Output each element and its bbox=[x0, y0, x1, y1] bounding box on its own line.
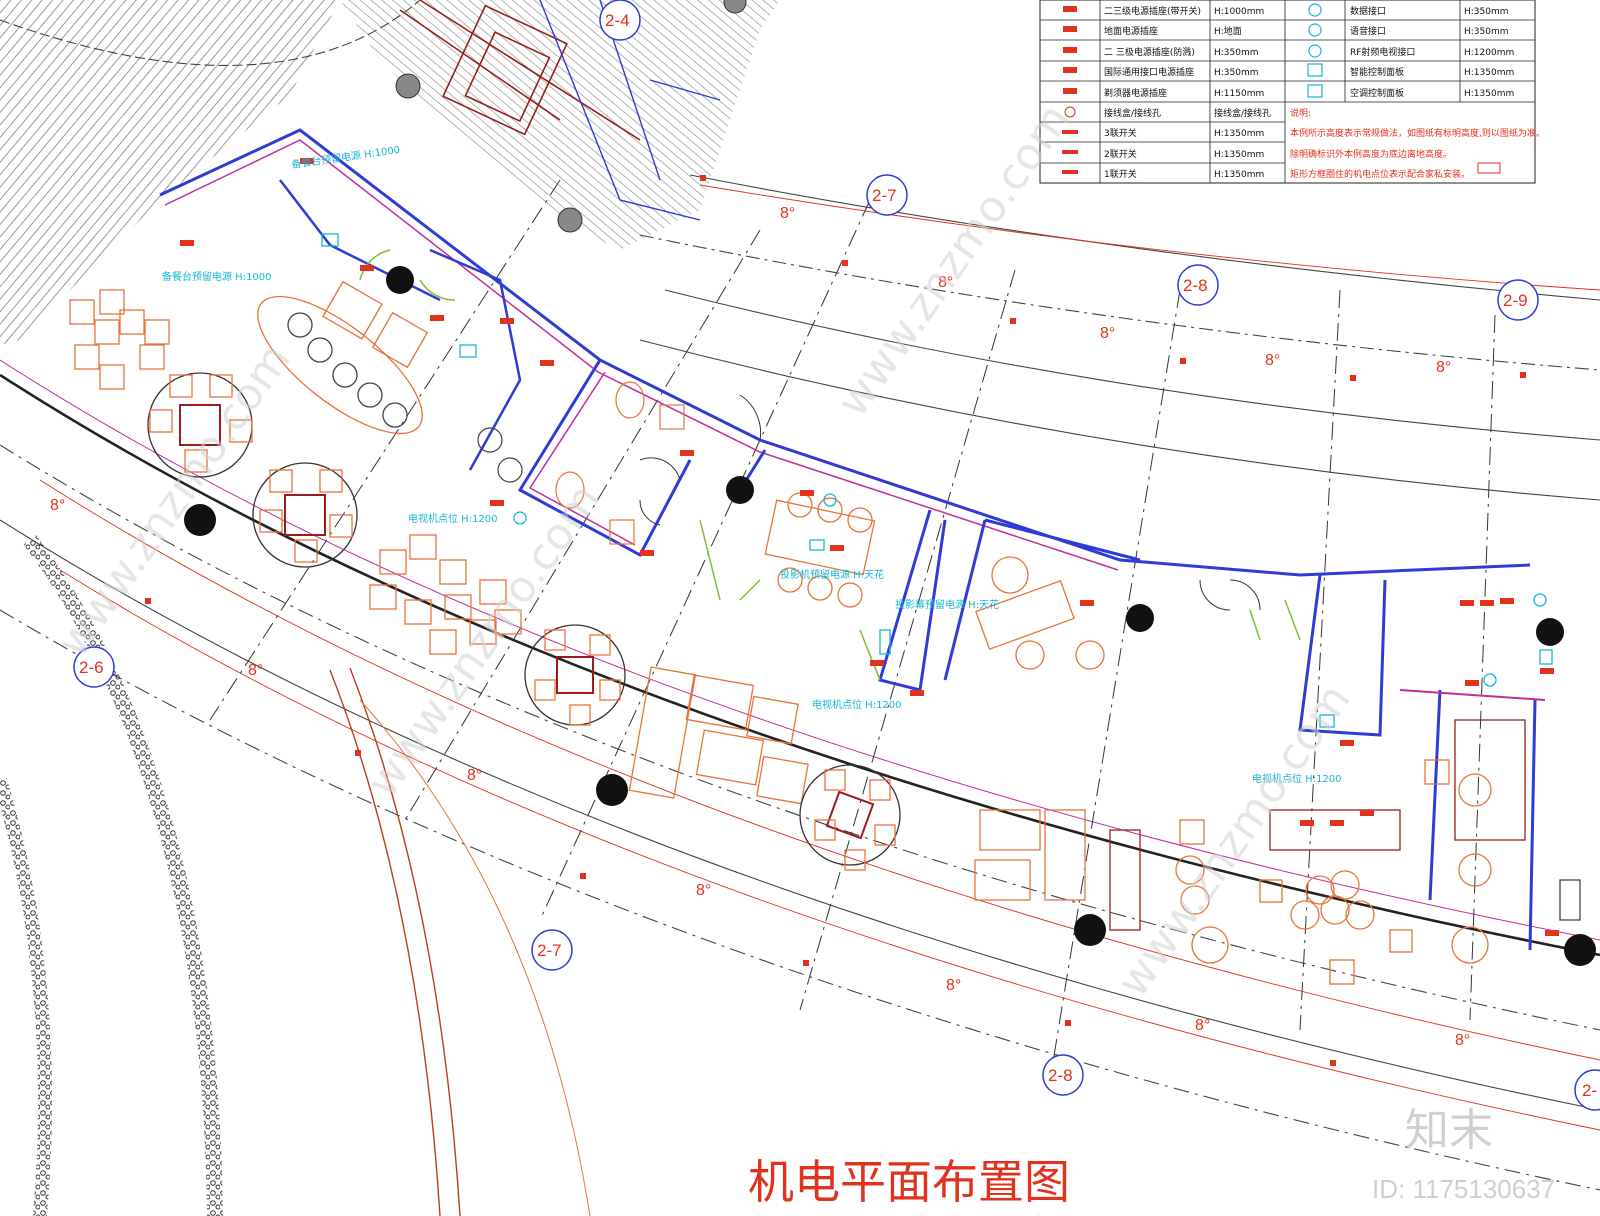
drawing-title: 机电平面布置图 bbox=[748, 1155, 1070, 1209]
furniture bbox=[69, 280, 1581, 985]
legend-cell-height2: H:350mm bbox=[1464, 27, 1509, 37]
landscape-border bbox=[0, 535, 591, 1216]
axis-label-top-2-8: 2-8 bbox=[1183, 276, 1208, 295]
axis-label-top-2-4: 2-4 bbox=[605, 11, 630, 30]
legend-cell-height2: H:1350mm bbox=[1464, 68, 1514, 78]
legend-cell-height2: H:1200mm bbox=[1464, 48, 1514, 58]
legend-note: 除明确标识外本例高度为底边离地高度。 bbox=[1290, 148, 1452, 160]
note-prep-power-2: 备餐台预留电源 H:1000 bbox=[162, 270, 272, 283]
legend-cell-height: H:1350mm bbox=[1214, 170, 1264, 180]
legend-cell-label: 二三级电源插座(带开关) bbox=[1104, 5, 1201, 17]
axis-label-top-2-9: 2-9 bbox=[1503, 291, 1528, 310]
legend-cell-height: H:1150mm bbox=[1214, 89, 1264, 99]
axis-label-top-2-7: 2-7 bbox=[872, 186, 897, 205]
legend-cell-height: H:地面 bbox=[1214, 25, 1242, 37]
legend-cell-height: H:1000mm bbox=[1214, 7, 1264, 17]
watermark-stripes: www.znzmo.com www.znzmo.com www.znzmo.co… bbox=[47, 95, 1360, 1006]
columns bbox=[184, 266, 1596, 966]
legend-cell-height: H:1350mm bbox=[1214, 150, 1264, 160]
legend-notes: 说明: 本例所示高度表示常规做法，如图纸有标明高度,则以图纸为准。除明确标识外本例… bbox=[1290, 107, 1545, 180]
legend-cell-height: H:350mm bbox=[1214, 48, 1259, 58]
axis-label-edge: 2- bbox=[1582, 1081, 1597, 1100]
watermark-id: ID: 1175130637 bbox=[1372, 1174, 1555, 1204]
legend-cell-label2: 智能控制面板 bbox=[1350, 66, 1404, 78]
note-screen-power: 投影幕预留电源 H:天花 bbox=[895, 598, 999, 611]
svg-text:8°: 8° bbox=[946, 977, 961, 994]
note-projector-power: 投影机预留电源 H:天花 bbox=[780, 568, 884, 581]
axis-bubbles bbox=[73, 0, 1600, 1111]
svg-text:8°: 8° bbox=[1195, 1017, 1210, 1034]
bathroom-fixtures bbox=[477, 381, 685, 545]
legend-table bbox=[1039, 0, 1536, 184]
legend-cell-label: 2联开关 bbox=[1104, 148, 1137, 160]
legend-cell-label: 二 三极电源插座(防溅) bbox=[1104, 46, 1195, 58]
legend-note: 说明: bbox=[1290, 107, 1311, 119]
legend-cell-height: 接线盒/接线孔 bbox=[1214, 107, 1271, 119]
note-tv-point-2: 电视机点位 H:1200 bbox=[812, 698, 902, 711]
svg-text:www.znzmo.com: www.znzmo.com bbox=[1107, 675, 1360, 1006]
legend-cell-label: 1联开关 bbox=[1104, 168, 1137, 180]
door-swings bbox=[359, 249, 1301, 681]
legend-cell-height: H:1350mm bbox=[1214, 129, 1264, 139]
legend-cell-label: 国际通用接口电源插座 bbox=[1104, 66, 1194, 78]
legend-cell-label: 接线盒/接线孔 bbox=[1104, 107, 1161, 119]
svg-text:8°: 8° bbox=[467, 767, 482, 784]
control-panels bbox=[321, 233, 1553, 728]
legend-rows: 二三级电源插座(带开关) H:1000mm 数据接口 H:350mm 地面电源插座 H:地… bbox=[1104, 5, 1514, 180]
legend-cell-label2: 数据接口 bbox=[1350, 5, 1386, 17]
legend-cell-label2: RF射频电视接口 bbox=[1350, 46, 1415, 58]
grid-ticks bbox=[145, 175, 1591, 1091]
svg-text:8°: 8° bbox=[1265, 352, 1280, 369]
svg-text:8°: 8° bbox=[50, 497, 65, 514]
legend-cell-height2: H:1350mm bbox=[1464, 89, 1514, 99]
svg-text:8°: 8° bbox=[1436, 359, 1451, 376]
axis-label-bottom-2-8: 2-8 bbox=[1048, 1066, 1073, 1085]
legend-cell-label: 地面电源插座 bbox=[1104, 25, 1158, 37]
legend-cell-label: 3联开关 bbox=[1104, 127, 1137, 139]
axis-label-bottom-2-7: 2-7 bbox=[537, 941, 562, 960]
note-tv-point-1: 电视机点位 H:1200 bbox=[408, 512, 498, 525]
svg-text:8°: 8° bbox=[248, 662, 263, 679]
svg-text:8°: 8° bbox=[1100, 325, 1115, 342]
axis-label-left-2-6: 2-6 bbox=[79, 658, 104, 677]
svg-text:8°: 8° bbox=[780, 205, 795, 222]
note-swatch bbox=[1477, 162, 1501, 174]
legend-cell-height: H:350mm bbox=[1214, 68, 1259, 78]
upper-structure bbox=[399, 0, 641, 141]
door-arcs bbox=[639, 394, 1261, 611]
hatched-structure bbox=[0, 0, 780, 345]
interior-walls bbox=[159, 128, 1546, 951]
legend-cell-label: 剃须器电源插座 bbox=[1104, 87, 1167, 99]
radial-grid bbox=[209, 179, 1496, 1081]
angle-labels: 8° 8° 8° 8° 8° 8° 8° 8° 8° 8° 8° 8° bbox=[50, 205, 1470, 1049]
svg-text:8°: 8° bbox=[1455, 1032, 1470, 1049]
legend-cell-label2: 空调控制面板 bbox=[1350, 87, 1404, 99]
svg-text:8°: 8° bbox=[696, 882, 711, 899]
gray-columns bbox=[395, 0, 747, 233]
watermark-brand: 知末 bbox=[1405, 1105, 1493, 1156]
outlet-symbols bbox=[180, 158, 1559, 936]
legend-note: 矩形方框圈住的机电点位表示配合家私安装。 bbox=[1290, 168, 1470, 180]
legend-note: 本例所示高度表示常规做法，如图纸有标明高度,则以图纸为准。 bbox=[1290, 127, 1545, 139]
legend-cell-height2: H:350mm bbox=[1464, 7, 1509, 17]
legend-cell-label2: 语音接口 bbox=[1350, 25, 1386, 37]
svg-text:8°: 8° bbox=[938, 274, 953, 291]
note-tv-point-3: 电视机点位 H:1200 bbox=[1252, 772, 1342, 785]
